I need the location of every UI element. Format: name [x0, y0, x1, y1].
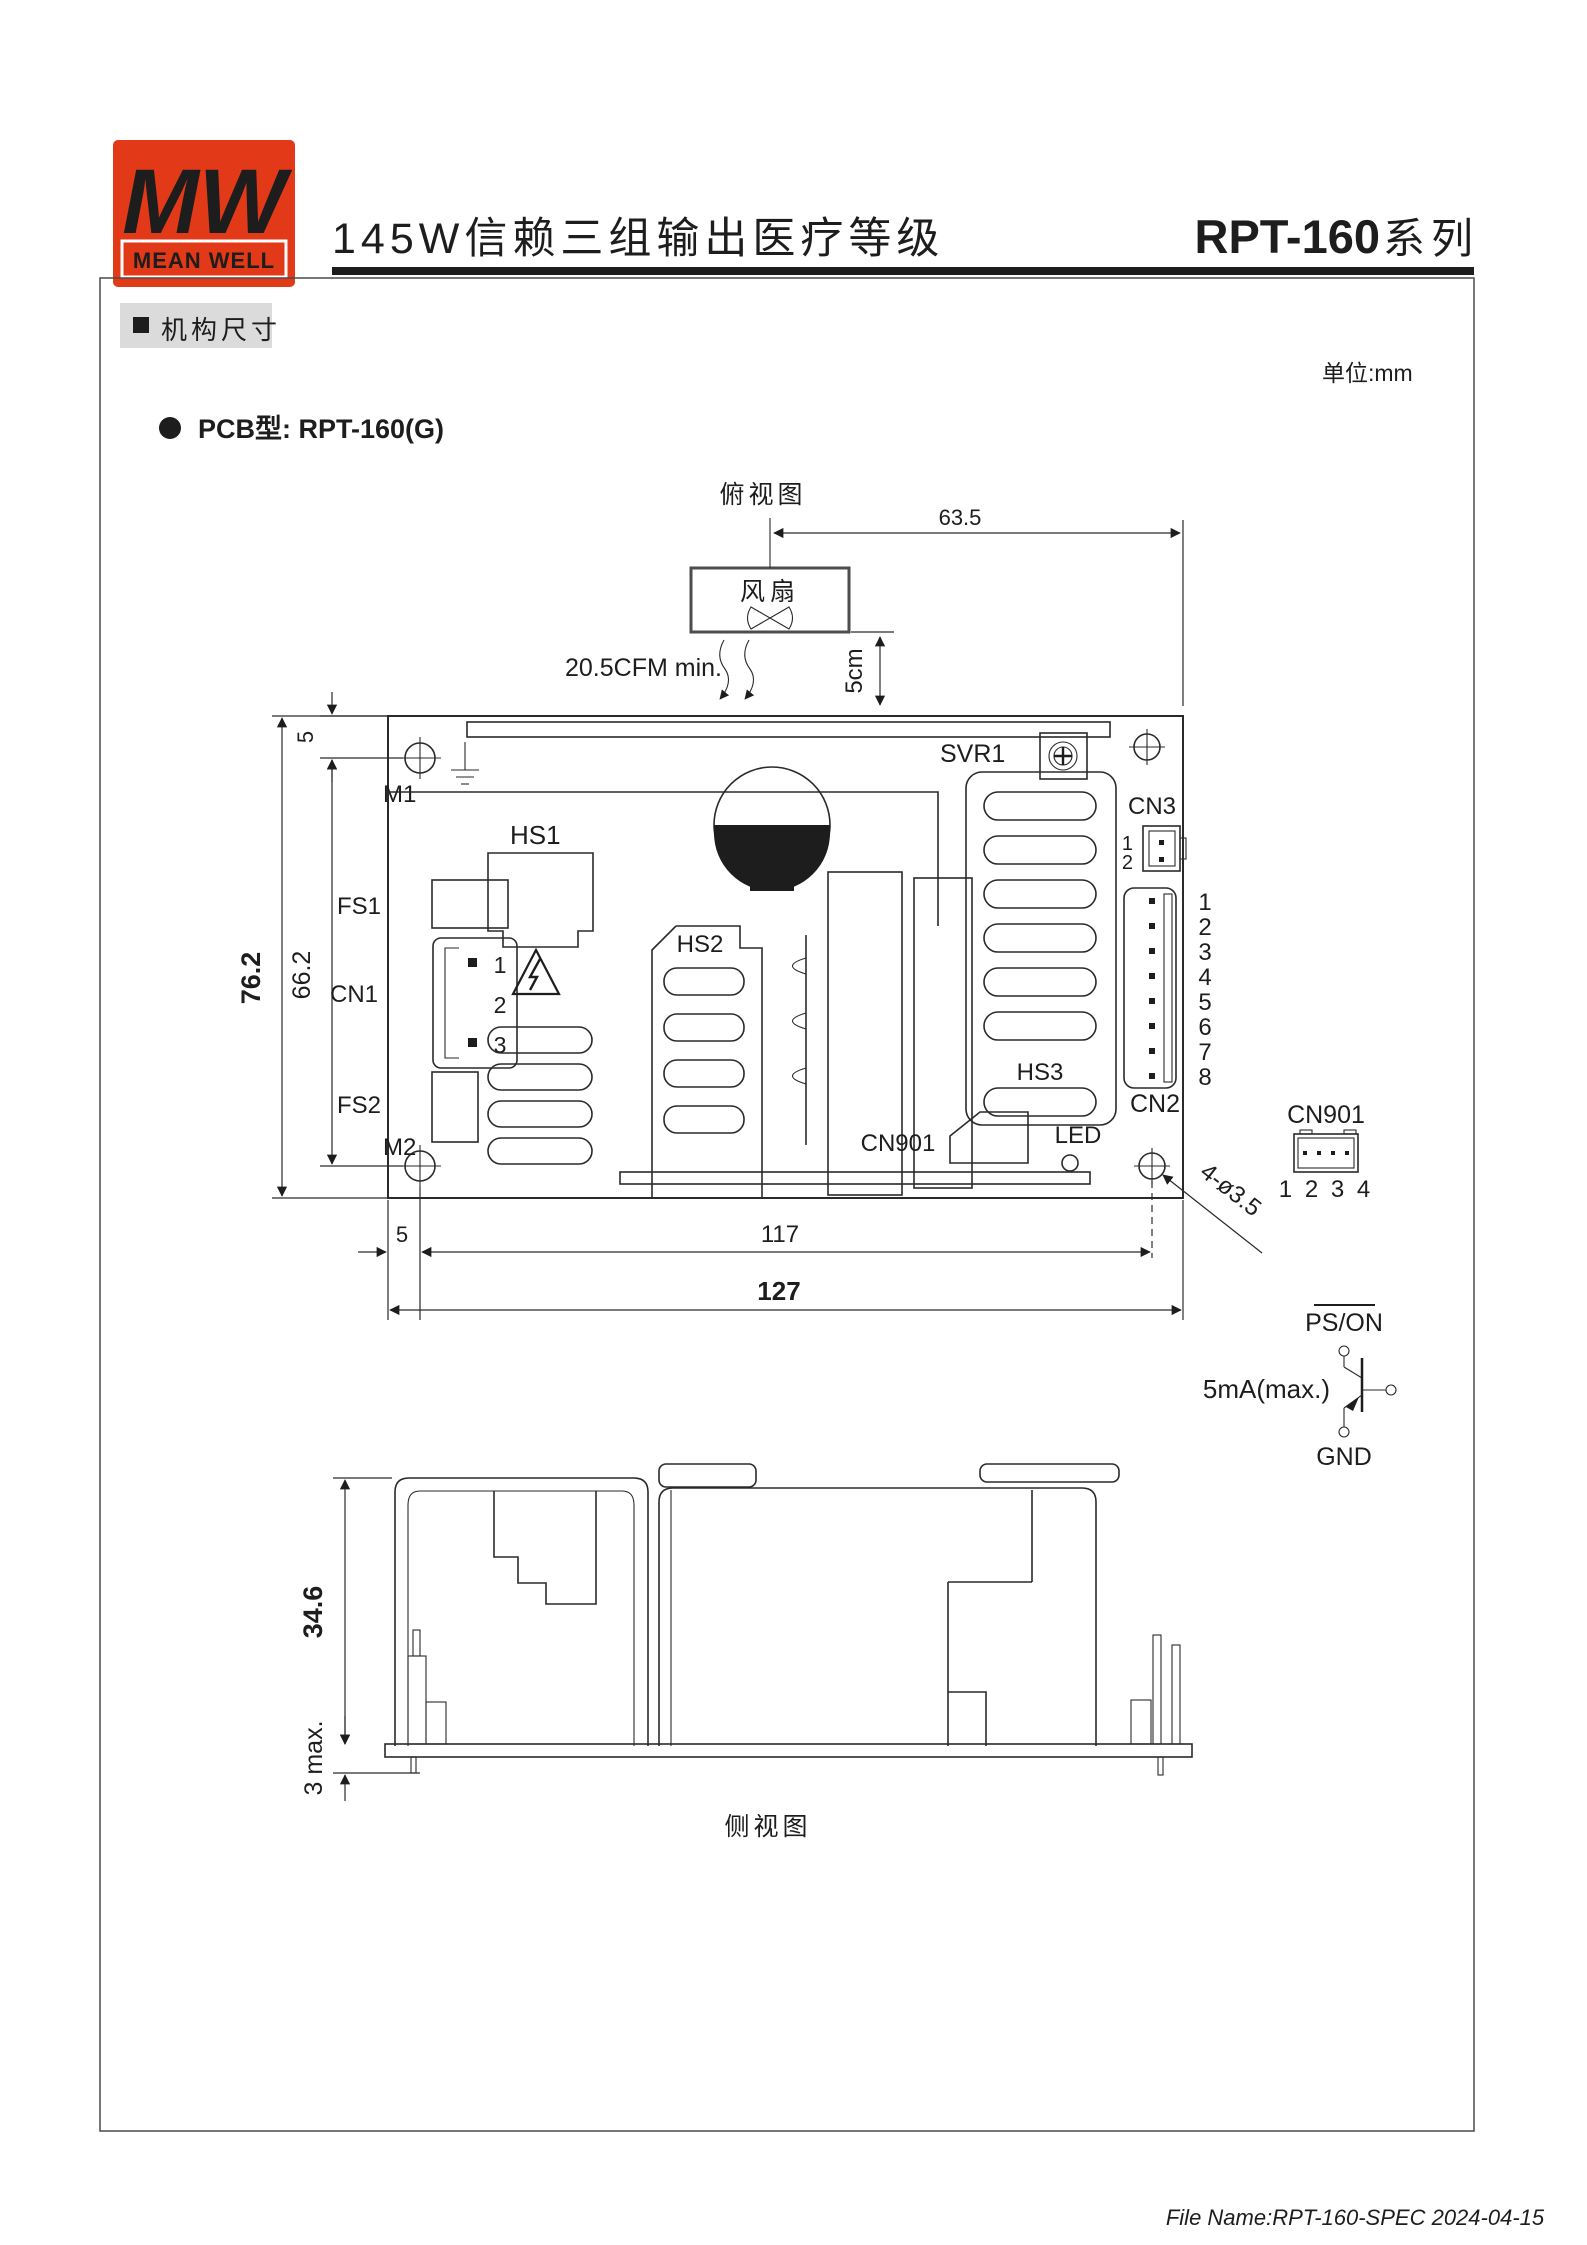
fan-label: 风扇 [740, 578, 800, 606]
hs1-module [487, 852, 594, 948]
dim-117: 117 [761, 1221, 799, 1248]
dim-66-2: 66.2 [288, 951, 316, 1000]
side-component-b [947, 1490, 1033, 1746]
series-model: RPT-160 [1195, 210, 1380, 263]
cn2-connector: 1 2 3 4 5 6 7 8 CN2 [1123, 887, 1212, 1118]
top-view-label: 俯视图 [719, 481, 806, 509]
header: MW MEAN WELL 145W信赖三组输出医疗等级 RPT-160 系列 [113, 140, 1479, 287]
unit-label: 单位:mm [1322, 360, 1413, 386]
cn3-label: CN3 [1128, 793, 1176, 820]
cn1-connector: 1 2 3 [432, 937, 518, 1069]
svr1-screw-icon [1039, 732, 1088, 780]
cn2-pin-4: 4 [1198, 964, 1211, 991]
footer-file-info: File Name:RPT-160-SPEC 2024-04-15 [1166, 2205, 1545, 2230]
hole-note: 4-ø3.5 [1195, 1158, 1266, 1222]
hs1-label: HS1 [510, 820, 561, 850]
cn1-pin-2: 2 [494, 992, 507, 1018]
fs1-label: FS1 [337, 893, 381, 920]
cn2-pin-2: 2 [1198, 914, 1211, 941]
cn2-pin-7: 7 [1198, 1039, 1211, 1066]
cn1-pin-1: 1 [494, 952, 507, 978]
dim-127: 127 [757, 1276, 800, 1306]
fs1-part [431, 879, 509, 929]
cn2-pin-3: 3 [1198, 939, 1211, 966]
fs2-label: FS2 [337, 1092, 381, 1119]
emitter-arrow-icon [1346, 1397, 1359, 1411]
cn2-label: CN2 [1130, 1090, 1180, 1118]
section-header: 机构尺寸 [120, 303, 281, 348]
cn3-pin-1: 1 [1122, 833, 1133, 855]
transformer [791, 871, 973, 1196]
side-pcb-bar [384, 1743, 1193, 1758]
pcb-type-row: PCB型: RPT-160(G) [159, 414, 444, 444]
svr1-label: SVR1 [940, 740, 1005, 768]
side-small-part-a [407, 1629, 447, 1774]
cn3-connector: 1 2 [1122, 825, 1187, 874]
logo-mw-text: MW [122, 151, 293, 253]
section-title: 机构尺寸 [161, 315, 281, 345]
meanwell-logo-icon: MW MEAN WELL [113, 140, 295, 287]
fan-symbol-icon: 风扇 [689, 566, 851, 634]
hs1-vent-slots [487, 1026, 593, 1165]
logo-brand-text: MEAN WELL [133, 248, 275, 273]
side-pins-b [1130, 1634, 1181, 1776]
hs1-outline [388, 791, 939, 926]
hs2-heatsink: HS2 [651, 925, 763, 1198]
cn901-detail-label: CN901 [1287, 1101, 1365, 1129]
capacitor-icon [713, 766, 831, 891]
led-label: LED [1055, 1122, 1102, 1149]
ps-on-label: PS/ON [1305, 1309, 1383, 1337]
pcb-bullet-icon [159, 417, 181, 439]
cn3-pin-2: 2 [1122, 852, 1133, 874]
cn2-pin-8: 8 [1198, 1064, 1211, 1091]
high-voltage-warning-icon [511, 947, 561, 996]
cn901-board-part [949, 1111, 1029, 1164]
current-label: 5mA(max.) [1203, 1374, 1330, 1404]
cn2-pin-6: 6 [1198, 1014, 1211, 1041]
hs2-label: HS2 [677, 931, 724, 958]
cn2-pin-5: 5 [1198, 989, 1211, 1016]
dim-5-bottom: 5 [396, 1222, 408, 1247]
dim-3max: 3 max. [300, 1720, 328, 1795]
dim-63-5: 63.5 [939, 505, 982, 530]
clearance-label: 5cm [841, 648, 868, 693]
top-edge-bar [466, 721, 1111, 738]
cn901-board-label: CN901 [861, 1130, 936, 1157]
bottom-edge-bar [619, 1171, 1091, 1185]
hs3-heatsink: HS3 [965, 771, 1117, 1126]
page-title: 145W信赖三组输出医疗等级 [332, 215, 944, 263]
section-bullet-icon [133, 317, 149, 333]
series-suffix: 系列 [1383, 215, 1479, 262]
cn2-pin-1: 1 [1198, 889, 1211, 916]
mounting-hole-top-right [1129, 729, 1165, 765]
pcb-outline [387, 715, 1184, 1199]
m1-hole [399, 737, 441, 779]
airflow-label: 20.5CFM min. [565, 654, 722, 682]
m1-label: M1 [383, 781, 416, 808]
cn901-detail-pins: 1 2 3 4 [1279, 1176, 1373, 1203]
m2-label: M2 [383, 1134, 416, 1161]
dim-5-top: 5 [293, 731, 318, 743]
led-icon [1061, 1154, 1079, 1172]
cn901-detail: CN901 1 2 3 4 [1279, 1101, 1373, 1203]
cn1-label: CN1 [330, 981, 378, 1008]
top-view: 俯视图 风扇 63.5 20.5CFM min. 5cm [236, 481, 1266, 1320]
fs2-part [431, 1071, 479, 1143]
title-underline [332, 267, 1474, 275]
m2-hole [399, 1145, 441, 1187]
hs3-label: HS3 [1017, 1059, 1064, 1086]
content-frame [99, 277, 1475, 2132]
dim-76-2: 76.2 [236, 952, 266, 1005]
side-component-a [493, 1491, 597, 1605]
gnd-label: GND [1316, 1443, 1372, 1471]
cn1-pin-3: 3 [494, 1032, 507, 1058]
ground-icon [451, 742, 479, 785]
airflow-arrows-icon [719, 639, 755, 700]
mounting-hole-bottom-right [1134, 1148, 1170, 1184]
remote-circuit: PS/ON 5mA(max.) GND [1203, 1304, 1397, 1471]
pcb-type-label: PCB型: RPT-160(G) [198, 414, 444, 444]
side-view-label: 侧视图 [724, 1813, 811, 1841]
dim-34-6: 34.6 [298, 1586, 328, 1639]
side-view: 34.6 3 max. 侧视图 [298, 1463, 1193, 1841]
